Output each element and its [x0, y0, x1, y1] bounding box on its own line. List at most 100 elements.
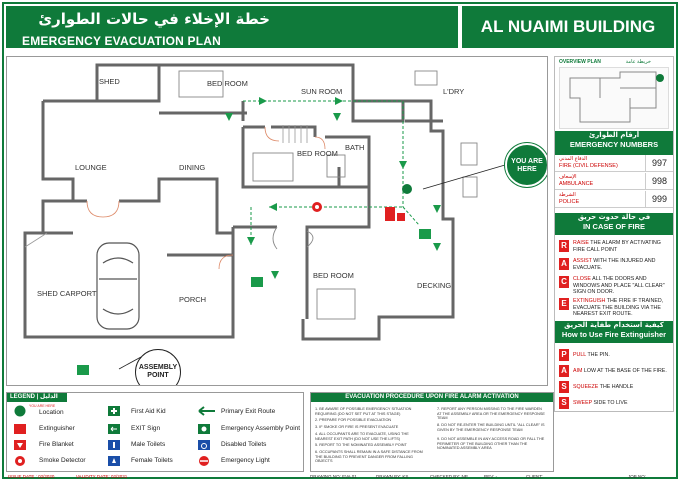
step-key: EXTINGUISH	[573, 298, 606, 304]
step-key: PULL	[573, 352, 587, 358]
you-are-here-marker: YOU ARE HERE	[505, 143, 547, 187]
procedure-title: EVACUATION PROCEDURE UPON FIRE ALARM ACT…	[311, 393, 553, 402]
room-bedroom-1: BED ROOM	[207, 79, 248, 88]
number-value: 998	[645, 173, 673, 189]
building-name: AL NUAIMI BUILDING	[462, 6, 674, 48]
room-bath: BATH	[345, 143, 365, 152]
number-row-police: الشرطة POLICE 999	[555, 191, 673, 208]
header-title-block: خطة الإخلاء في حالات الطوارئ EMERGENCY E…	[6, 6, 458, 48]
validity-date: VALIDITY DATE: 02/2031	[76, 474, 128, 479]
floor-plan-drawing	[23, 63, 506, 375]
procedure-step: 6. OCCUPANTS SHALL REMAIN IN A SAFE DIST…	[315, 450, 423, 464]
step-key: SWEEP	[573, 400, 593, 406]
legend-you-are-here-small: YOU ARE HERE	[29, 404, 56, 408]
location-icon	[14, 405, 26, 417]
title-arabic: خطة الإخلاء في حالات الطوارئ	[38, 10, 270, 28]
extinguisher-howto-en: How to Use Fire Extinguisher	[561, 330, 667, 339]
procedure-step: 8. DO NOT RE-ENTER THE BUILDING UNTIL "A…	[437, 423, 545, 432]
number-label: AMBULANCE	[559, 181, 594, 187]
drawing-number: DRAWING NO: EVA 01	[310, 474, 357, 479]
number-label-ar: الشرطة	[559, 192, 576, 198]
extinguisher-howto-ar: كيفية استخدام طفاية الحريق	[564, 321, 664, 329]
legend-first-aid: First Aid Kid	[131, 408, 166, 415]
emergency-numbers-ar: أرقام الطوارئ	[588, 131, 640, 139]
client: CLIENT:	[526, 474, 543, 479]
exit-route-arrow-icon	[198, 406, 215, 416]
step-text: THE FIRE IF TRAINED, EVACUATE THE BUILDI…	[573, 298, 664, 317]
emergency-numbers-en: EMERGENCY NUMBERS	[569, 140, 659, 149]
procedure-step: 1. BE AWARE OF POSSIBLE EMERGENCY SITUAT…	[315, 407, 412, 416]
title-block-footer: ISSUE DATE : 02/2020 VALIDITY DATE: 02/2…	[6, 474, 674, 481]
emergency-light-icon	[199, 456, 209, 466]
room-porch: PORCH	[179, 295, 207, 304]
fire-blanket-icon	[14, 440, 26, 450]
assembly-point-marker: ASSEMBLY POINT	[135, 349, 181, 385]
number-label-ar: الإسعاف	[559, 174, 577, 180]
job-number: JOB NO:	[628, 474, 647, 479]
step-letter: P	[559, 349, 569, 361]
procedure-step: 3. IF SMOKE OR FIRE IS PRESENT EVACUATE	[315, 425, 399, 429]
room-carport: SHED CARPORT	[37, 289, 97, 298]
procedure-step: 5. REPORT TO THE NOMINATED ASSEMBLY POIN…	[315, 443, 407, 447]
number-value: 997	[645, 155, 673, 171]
legend-male-toilets: Male Toilets	[131, 441, 166, 448]
legend: LEGEND | الدليل Location YOU ARE HERE Ex…	[6, 392, 304, 472]
number-label: FIRE (CIVIL DEFENSE)	[559, 163, 618, 169]
number-label: POLICE	[559, 199, 580, 205]
step-letter: C	[559, 276, 569, 288]
procedure-step: 7. REPORT ANY PERSON MISSING TO THE FIRE…	[437, 407, 545, 421]
in-case-of-fire-ar: في حالة حدوث حريق	[577, 213, 651, 221]
step-text: THE PIN.	[586, 352, 610, 358]
legend-fire-blanket: Fire Blanket	[39, 441, 74, 448]
legend-extinguisher: Extinguisher	[39, 425, 75, 432]
checked-by: CHECKED BY: NP	[430, 474, 468, 479]
step-letter: E	[559, 298, 569, 310]
room-laundry: L'DRY	[443, 87, 465, 96]
procedure-step: 2. PREPARE FOR POSSIBLE EVACUATION	[315, 418, 392, 422]
number-value: 999	[645, 191, 673, 207]
step-letter: A	[559, 258, 569, 270]
step-text: THE ALARM BY ACTIVATING FIRE CALL POINT	[573, 240, 661, 253]
legend-exit-route: Primary Exit Route	[221, 408, 276, 415]
legend-exit-sign: EXIT Sign	[131, 425, 161, 432]
evacuation-procedure: EVACUATION PROCEDURE UPON FIRE ALARM ACT…	[310, 392, 554, 472]
first-aid-icon	[402, 184, 412, 194]
legend-female-toilets: Female Toilets	[131, 457, 173, 464]
extinguisher-icon	[385, 207, 405, 221]
number-row-fire: الدفاع المدني FIRE (CIVIL DEFENSE) 997	[555, 155, 673, 172]
in-case-of-fire-header: في حالة حدوث حريق IN CASE OF FIRE	[555, 213, 673, 235]
step-letter: S	[559, 381, 569, 393]
procedure-step: 9. DO NOT ASSEMBLE IN ANY ACCESS ROAD OR…	[437, 437, 545, 451]
step-letter: S	[559, 397, 569, 409]
step-text: SIDE TO LIVE	[592, 400, 628, 406]
extinguisher-howto-header: كيفية استخدام طفاية الحريق How to Use Fi…	[555, 321, 673, 343]
female-toilets-icon	[108, 456, 120, 466]
overview-plan-thumbnail	[559, 67, 669, 129]
step-text: ALL THE DOORS AND WINDOWS AND PLACE "ALL…	[573, 276, 665, 295]
room-dining: DINING	[179, 163, 206, 172]
legend-disabled-toilets: Disabled Toilets	[221, 441, 267, 448]
step-letter: R	[559, 240, 569, 252]
step-key: SQUEEZE	[573, 384, 599, 390]
emergency-numbers-header: أرقام الطوارئ EMERGENCY NUMBERS	[555, 131, 673, 155]
first-aid-icon	[108, 406, 120, 416]
revision: REV: -	[484, 474, 498, 479]
step-letter: A	[559, 365, 569, 377]
step-key: CLOSE	[573, 276, 591, 282]
legend-emergency-light: Emergency Light	[221, 457, 270, 464]
smoke-detector-icon	[312, 202, 322, 212]
room-lounge: LOUNGE	[75, 163, 107, 172]
step-text: THE HANDLE	[598, 384, 634, 390]
male-toilets-icon	[108, 440, 120, 450]
legend-smoke-detector: Smoke Detector	[39, 457, 86, 464]
title-english: EMERGENCY EVACUATION PLAN	[22, 34, 222, 48]
in-case-of-fire-en: IN CASE OF FIRE	[582, 222, 646, 231]
exit-sign-icon	[77, 229, 431, 375]
exit-sign-icon	[108, 424, 120, 434]
step-key: ASSIST	[573, 258, 592, 264]
issue-date: ISSUE DATE : 02/2020	[8, 474, 55, 479]
drawn-by: DRAWN BY: KS	[376, 474, 409, 479]
number-label-ar: الدفاع المدني	[559, 156, 588, 162]
room-shed: SHED	[99, 77, 120, 86]
room-bedroom-2: BED ROOM	[297, 149, 338, 158]
